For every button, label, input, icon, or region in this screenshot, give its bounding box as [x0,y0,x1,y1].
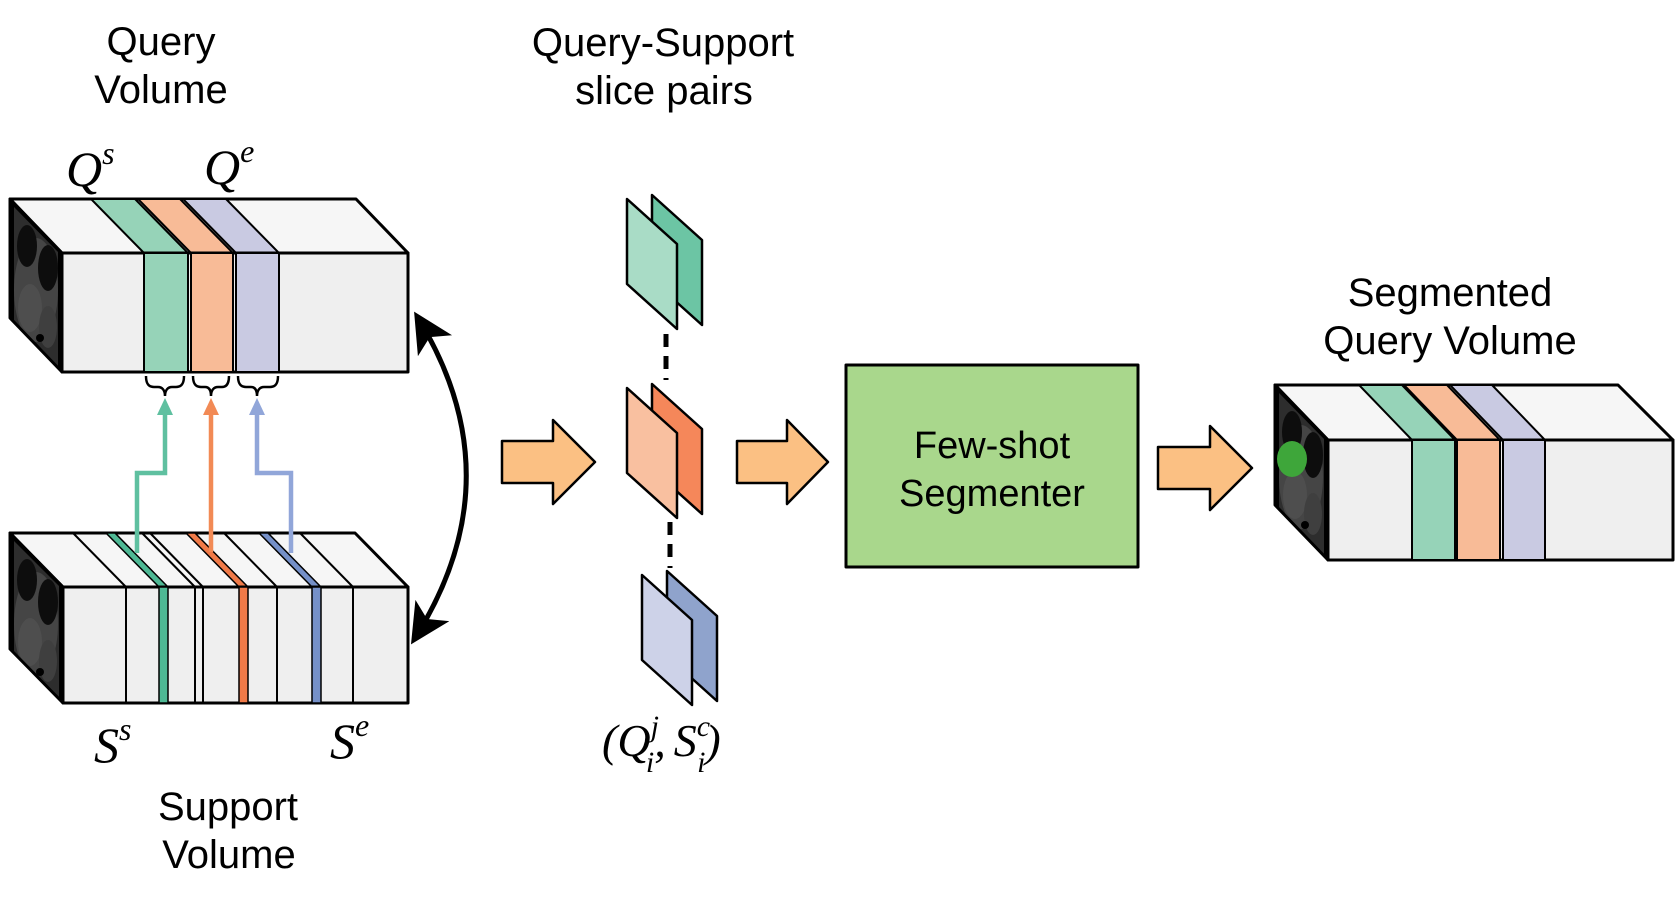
query-volume-top-bands [88,198,282,254]
query-volume: Query Volume Qs Qe [8,20,410,374]
match-arrow-orange-head [203,398,219,415]
slice-pair-teal [625,193,704,331]
match-arrow-teal [134,398,173,553]
segmented-ct-image [1275,385,1328,560]
segmenter-label-line2: Segmenter [899,473,1085,515]
block-arrow-3 [1156,424,1254,512]
front-band-lavender [235,252,280,373]
support-volume-title-line1: Support [158,785,298,829]
segmented-front-band-lavender [1502,439,1546,561]
slice-pair-purple [640,569,719,707]
block-arrow-2 [735,418,830,506]
match-arrow-teal-head [157,398,173,415]
query-ct-outline [8,197,64,374]
few-shot-segmenter-box [844,363,1140,569]
segmented-front-bands [1411,439,1546,561]
support-end-label: Se [330,707,369,769]
few-shot-segmenter: Few-shot Segmenter [844,363,1140,569]
match-arrow-blue-head [249,398,265,415]
support-front-band-teal [158,586,169,704]
segmentation-blob [1277,441,1307,477]
support-start-label: Ss [94,711,131,773]
match-arrow-orange [203,398,219,552]
query-volume-title-line1: Query [107,20,216,64]
query-volume-front-bands [143,252,280,373]
query-ct-image [10,199,62,372]
support-volume: Ss Se Support Volume [8,531,410,877]
query-support-correspondence-arc [410,311,469,645]
support-volume-front-face [61,585,410,705]
segmented-front-band-teal [1411,439,1456,561]
front-band-orange [190,252,234,373]
bracket-orange [191,375,231,397]
slice-pairs-title-line1: Query-Support [532,21,794,65]
front-band-teal [143,252,189,373]
segmented-ct-outline [1273,383,1330,562]
support-front-bands [158,586,322,704]
support-front-band-orange [238,586,249,704]
segmenter-label-line1: Few-shot [914,425,1071,467]
segmented-query-volume: Segmented Query Volume [1273,271,1675,562]
support-top-bands [104,532,323,588]
block-arrow-1 [500,418,597,506]
match-arrow-blue [249,398,294,553]
support-top-divider-lines [72,532,354,588]
match-arrows [134,398,294,553]
segmented-front-band-orange [1456,439,1501,561]
segmented-title-line1: Segmented [1348,271,1553,315]
support-front-divider-lines [125,587,354,703]
query-volume-title-line2: Volume [94,68,227,112]
support-front-band-blue [311,586,322,704]
query-end-label: Qe [204,133,254,195]
slice-pair-orange [625,382,704,520]
bracket-teal [144,375,186,397]
slice-group-brackets [144,375,280,397]
teal-query-card [625,197,679,331]
query-start-label: Qs [66,135,115,197]
bracket-lavender [236,375,280,397]
purple-query-card [640,573,694,707]
support-volume-title-line2: Volume [162,833,295,877]
orange-query-card [625,386,679,520]
segmented-title-line2: Query Volume [1323,319,1576,363]
support-ct-outline [8,531,65,705]
slice-pairs-title-line2: slice pairs [575,69,753,113]
